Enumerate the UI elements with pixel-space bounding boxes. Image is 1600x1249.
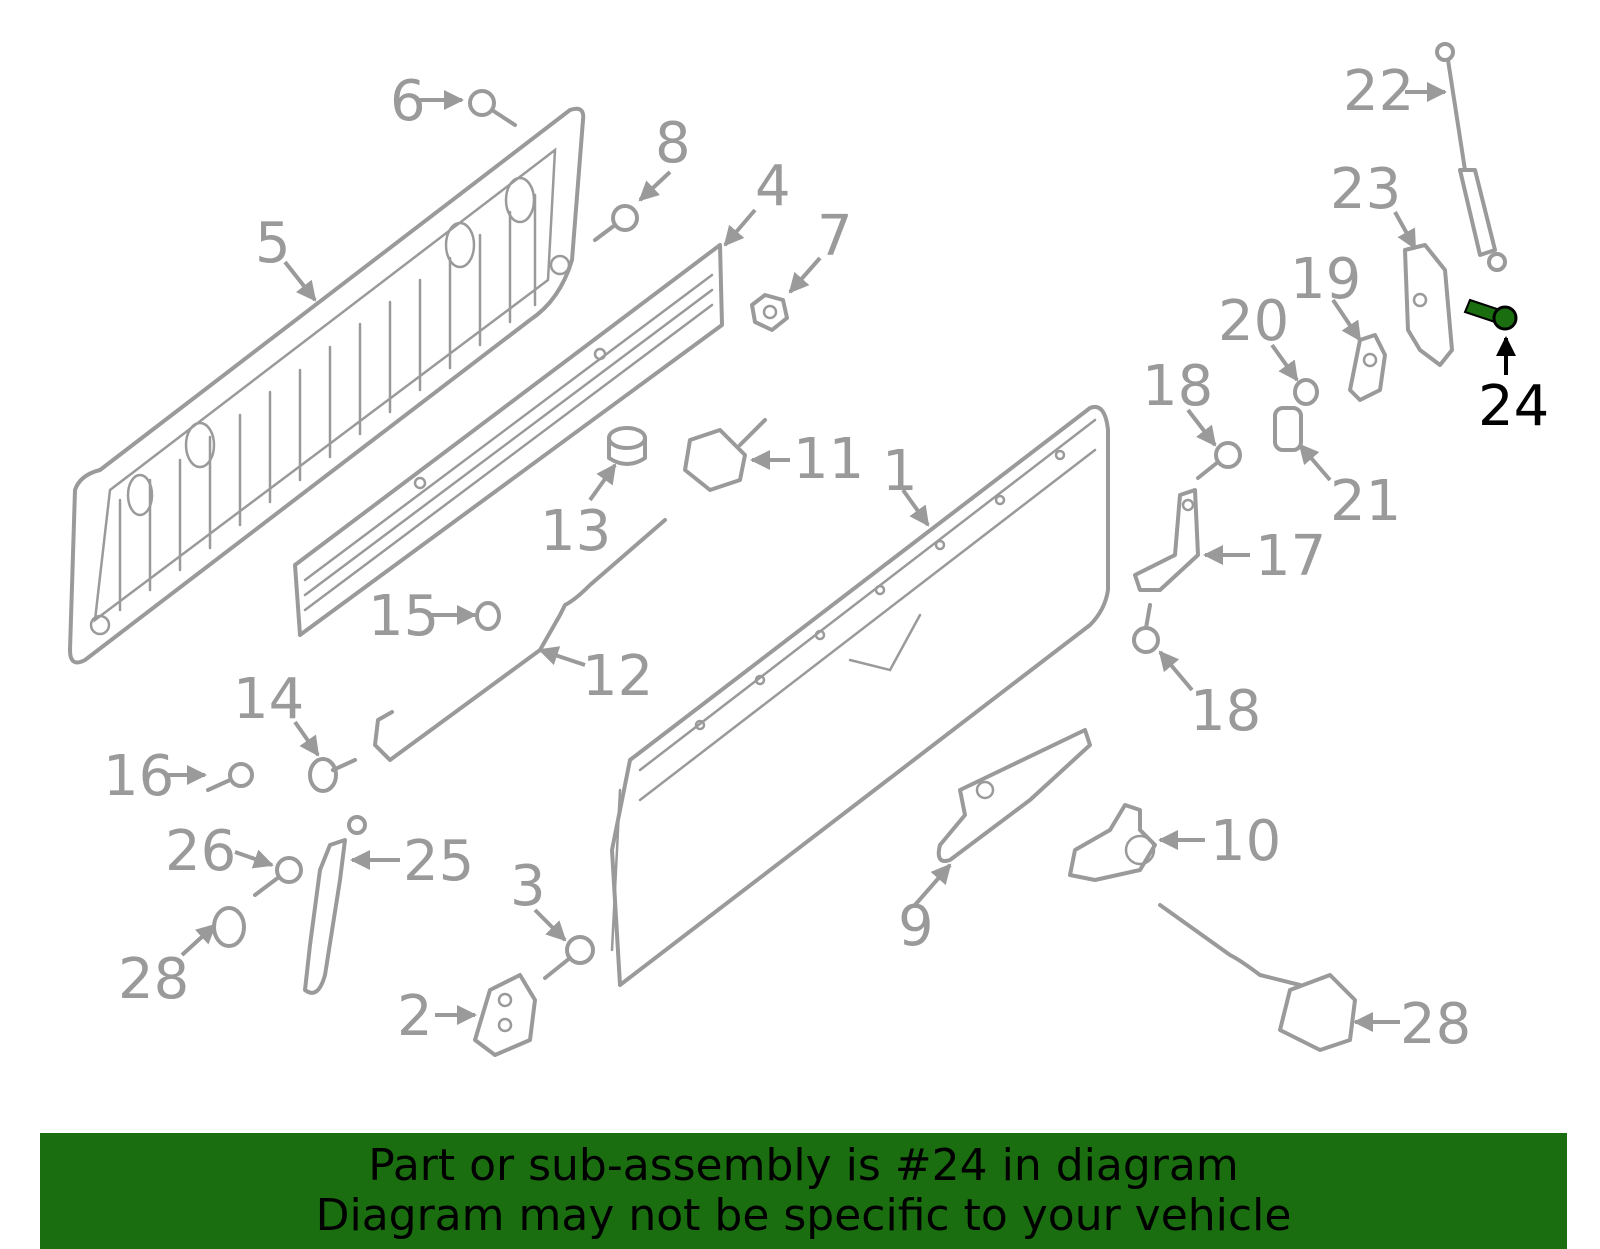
callout-9: 9 <box>898 894 934 959</box>
callout-6: 6 <box>390 69 426 134</box>
callout-24: 24 <box>1478 374 1549 439</box>
callout-2: 2 <box>397 984 433 1049</box>
part-3-bolt <box>543 935 595 980</box>
part-18-bolt-lower <box>1132 603 1160 654</box>
part-13-bumper <box>607 426 647 466</box>
part-27-washer <box>212 906 246 948</box>
part-1-tailgate <box>610 405 1110 987</box>
callout-23: 23 <box>1330 157 1401 222</box>
callout-20: 20 <box>1218 289 1289 354</box>
part-4-trim-strip <box>293 243 724 637</box>
callout-5: 5 <box>255 211 291 276</box>
part-21-pad <box>1273 406 1303 452</box>
part-6-bolt <box>468 89 517 127</box>
callout-1: 1 <box>882 439 918 504</box>
callout-27: 28 <box>118 947 189 1012</box>
part-22-strut <box>1435 42 1507 272</box>
callout-11: 11 <box>793 427 864 492</box>
callout-25: 25 <box>403 829 474 894</box>
caption-line-2: Diagram may not be specific to your vehi… <box>315 1190 1292 1241</box>
callout-13: 13 <box>540 499 611 564</box>
callout-4: 4 <box>755 154 791 219</box>
part-15-grommet <box>475 601 501 631</box>
part-7-nut <box>750 293 789 332</box>
caption-line-1: Part or sub-assembly is #24 in diagram <box>368 1140 1239 1191</box>
part-2-hinge <box>473 973 537 1057</box>
callout-18-upper: 18 <box>1142 354 1213 419</box>
leader-lines <box>165 82 1516 1032</box>
callout-17: 17 <box>1255 524 1326 589</box>
callout-28: 28 <box>1400 992 1471 1057</box>
part-18-bolt-upper <box>1196 441 1242 480</box>
callout-21: 21 <box>1330 469 1401 534</box>
callout-14: 14 <box>233 667 304 732</box>
callout-8: 8 <box>655 111 691 176</box>
part-11-striker <box>683 418 767 492</box>
part-12-rod <box>373 518 667 762</box>
callout-15: 15 <box>368 584 439 649</box>
caption-banner: Part or sub-assembly is #24 in diagram D… <box>40 1133 1567 1249</box>
part-16-clip <box>206 762 254 792</box>
part-25-cable <box>303 815 367 995</box>
part-24-bolt-highlighted <box>1463 298 1518 331</box>
part-9-handle <box>936 728 1092 863</box>
part-10-latch <box>1068 803 1157 882</box>
part-26-bolt <box>253 856 303 897</box>
part-23-bracket <box>1403 243 1454 367</box>
callout-10: 10 <box>1210 809 1281 874</box>
callout-7: 7 <box>817 204 853 269</box>
callout-26: 26 <box>165 819 236 884</box>
callout-16: 16 <box>103 744 174 809</box>
part-20-washer <box>1293 378 1319 406</box>
caption-banner-bg <box>40 1133 1567 1249</box>
callout-labels: 6 8 5 4 7 1 11 13 12 15 14 16 26 28 25 3… <box>103 59 1549 1057</box>
callout-18-lower: 18 <box>1190 679 1261 744</box>
part-28-actuator <box>1158 903 1357 1052</box>
callout-12: 12 <box>582 644 653 709</box>
part-19-bracket <box>1348 333 1387 402</box>
callout-3: 3 <box>510 854 546 919</box>
callout-22: 22 <box>1343 59 1414 124</box>
part-5-tailgate-liner <box>68 106 586 665</box>
callout-19: 19 <box>1290 247 1361 312</box>
part-14-pin <box>308 757 357 793</box>
part-17-bracket <box>1133 488 1200 592</box>
part-8-bolt <box>593 204 639 242</box>
